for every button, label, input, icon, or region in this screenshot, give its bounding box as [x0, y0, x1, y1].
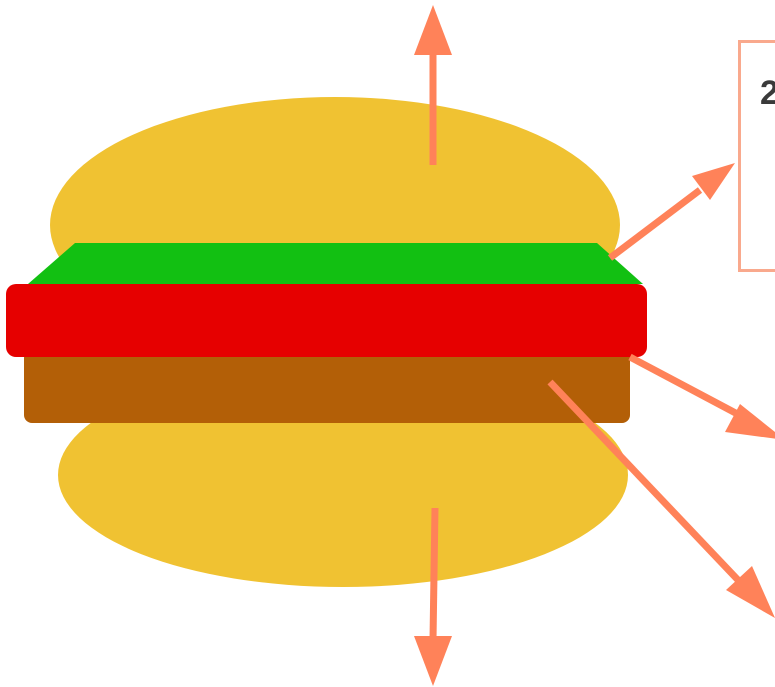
arrow-bottom-bun [433, 508, 435, 640]
arrow-lettuce [610, 190, 700, 258]
lettuce [28, 243, 643, 284]
arrowhead-bottom-bun [414, 636, 452, 686]
callout-label: 2 [760, 74, 775, 113]
arrow-tomato [630, 357, 745, 418]
tomato [6, 284, 647, 357]
arrowhead-top-bun [414, 5, 452, 55]
patty [24, 350, 630, 423]
